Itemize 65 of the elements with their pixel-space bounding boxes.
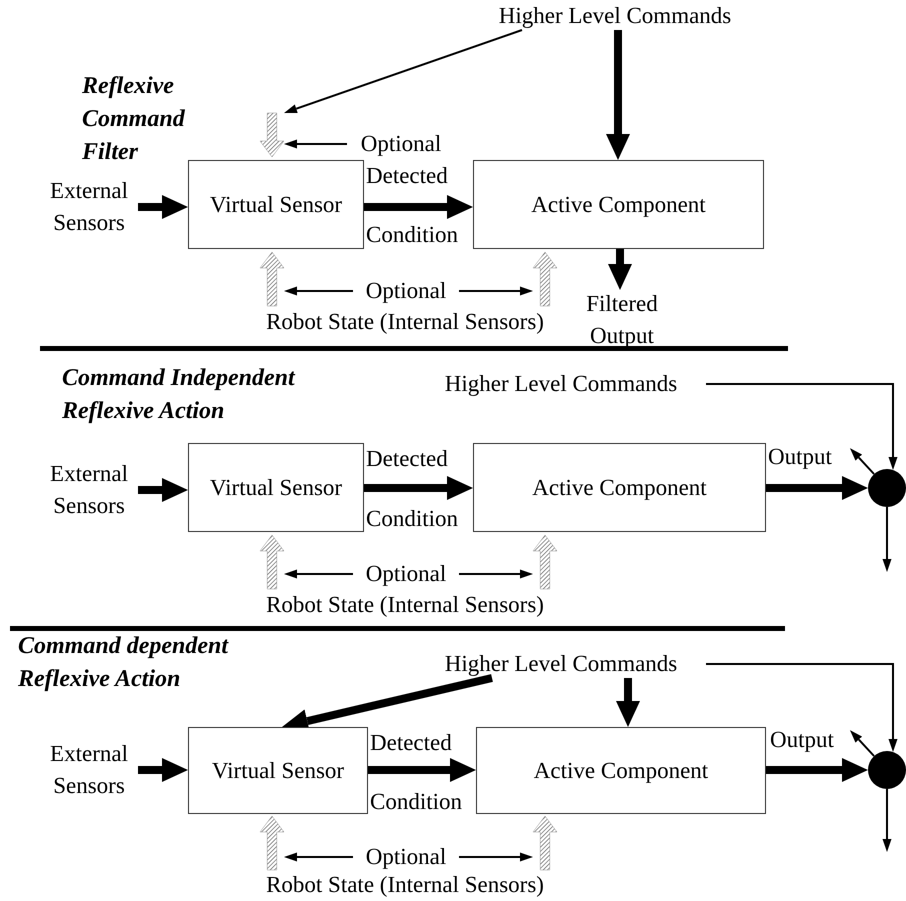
arrow xyxy=(459,286,533,296)
process-box: Active Component xyxy=(473,443,766,532)
hatched-arrow xyxy=(533,816,557,870)
text-label: Optional xyxy=(353,277,459,305)
arrow xyxy=(882,789,892,852)
section-heading: Command dependent Reflexive Action xyxy=(18,632,230,694)
arrow xyxy=(882,507,892,572)
arrow xyxy=(606,30,630,160)
process-box: Virtual Sensor xyxy=(188,727,368,814)
text-label: Robot State (Internal Sensors) xyxy=(232,871,578,899)
arrow xyxy=(459,570,533,578)
arrow xyxy=(364,476,473,500)
arrow xyxy=(850,730,875,757)
hatched-arrow xyxy=(533,252,557,306)
arrow xyxy=(459,852,533,862)
arrow xyxy=(706,663,898,752)
text-label: Robot State (Internal Sensors) xyxy=(232,308,578,336)
junction-dot xyxy=(868,469,906,507)
signal-label: Output xyxy=(770,726,834,754)
hatched-arrow xyxy=(533,535,557,589)
hatched-arrow xyxy=(260,816,284,870)
process-box: Virtual Sensor xyxy=(188,443,364,532)
hatched-arrow xyxy=(260,535,284,589)
arrow xyxy=(284,140,347,148)
arrow xyxy=(138,758,188,782)
text-label: External Sensors xyxy=(40,175,138,239)
arrow xyxy=(766,476,868,500)
junction-dot xyxy=(868,751,906,789)
text-label: Robot State (Internal Sensors) xyxy=(232,591,578,619)
signal-label: Detected xyxy=(366,162,448,190)
text-label: External Sensors xyxy=(40,738,138,802)
signal-label: Condition xyxy=(366,505,458,533)
text-label: Optional xyxy=(347,130,455,158)
section-heading: Command Independent Reflexive Action xyxy=(62,364,296,426)
hatched-arrow xyxy=(260,113,284,157)
signal-label: Output xyxy=(768,443,832,471)
text-label: External Sensors xyxy=(40,458,138,522)
arrow xyxy=(284,852,353,862)
text-label: Optional xyxy=(353,843,459,871)
process-box: Virtual Sensor xyxy=(188,160,364,249)
arrow xyxy=(706,383,898,470)
arrow xyxy=(284,286,353,296)
process-box: Active Component xyxy=(476,727,766,814)
text-label: Higher Level Commands xyxy=(470,2,760,30)
arrow xyxy=(364,195,473,219)
arrow xyxy=(138,195,188,219)
arrow xyxy=(608,249,632,290)
arrow xyxy=(616,678,640,727)
arrow xyxy=(850,448,875,475)
arrow xyxy=(284,570,353,578)
arrow xyxy=(138,478,188,502)
arrow xyxy=(766,758,868,782)
hatched-arrow xyxy=(260,252,284,306)
arrow xyxy=(368,758,476,782)
text-label: Higher Level Commands xyxy=(416,370,706,398)
section-heading: Reflexive Command Filter xyxy=(82,72,186,167)
arrow xyxy=(284,29,522,113)
signal-label: Detected xyxy=(370,729,452,757)
text-label: Higher Level Commands xyxy=(416,650,706,678)
signal-label: Condition xyxy=(366,221,458,249)
signal-label: Detected xyxy=(366,445,448,473)
text-label: Optional xyxy=(353,560,459,588)
process-box: Active Component xyxy=(473,160,764,249)
text-label: Filtered Output xyxy=(576,290,668,350)
signal-label: Condition xyxy=(370,788,462,816)
